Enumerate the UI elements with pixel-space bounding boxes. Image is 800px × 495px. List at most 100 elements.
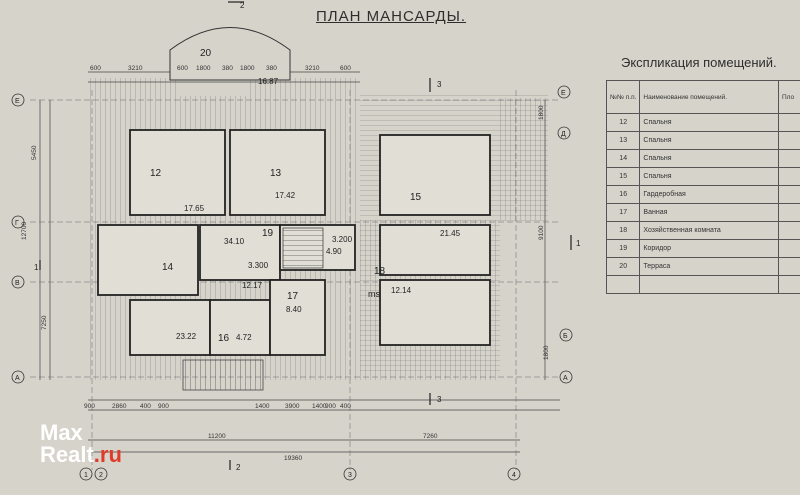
axis-number-markers (79, 467, 521, 481)
dimension-label: 1800 (538, 105, 545, 120)
attic-floor-plan-drawing: 12 13 14 15 16 17 18 19 20 17.42 17.65 3… (11, 1, 581, 481)
plan-title: ПЛАН МАНСАРДЫ. (316, 8, 467, 25)
axis-letter: Б (563, 333, 568, 340)
room-area-label: 3.200 (332, 235, 353, 244)
dimension-label: 7260 (423, 433, 438, 440)
room-number-label: 17 (287, 291, 299, 302)
watermark-line-1: Max (40, 420, 83, 445)
explication-row-empty (605, 275, 800, 294)
dimension-label: 900 (84, 403, 95, 410)
room-area-label: 23.22 (176, 332, 197, 341)
section-mark-labels: 3 3 1 1 2 2 (34, 1, 581, 472)
room-number-label: 19 (262, 228, 274, 239)
room-number-label: 15 (410, 192, 422, 203)
dimension-label: 900 (325, 403, 336, 410)
room-number-label: 20 (200, 48, 212, 59)
dimension-label: 1800 (240, 65, 255, 72)
row-name: Коридор (639, 239, 779, 258)
site-watermark: Max Realt.ru (40, 422, 122, 466)
axis-letter: Е (15, 98, 20, 105)
row-area (778, 203, 800, 222)
row-num: 18 (605, 221, 641, 240)
row-area (778, 221, 800, 240)
axis-letter: В (15, 280, 20, 287)
room-area-label: 12.17 (242, 281, 263, 290)
axis-letter: Г (15, 220, 19, 227)
dimension-label: 900 (158, 403, 169, 410)
row-num: 20 (605, 257, 641, 276)
stairs (182, 227, 324, 391)
axis-number: 3 (348, 472, 352, 479)
stair-label: ms (368, 289, 380, 299)
section-mark-label: 1 (34, 263, 39, 272)
row-num: 14 (605, 149, 641, 168)
room-area-label: 17.65 (184, 204, 205, 213)
dimension-label: 1800 (543, 345, 550, 360)
row-area (778, 167, 800, 186)
watermark-line-2: Realt.ru (40, 444, 122, 466)
row-num: 13 (605, 131, 641, 150)
row-num: 12 (605, 113, 641, 132)
room-area-label: 16.87 (258, 77, 279, 86)
row-name: Спальня (639, 113, 779, 132)
room-number-label: 16 (218, 333, 230, 344)
dimension-label: 400 (340, 403, 351, 410)
row-area (778, 185, 800, 204)
dimension-label: 7250 (41, 315, 48, 330)
row-num: 16 (605, 185, 641, 204)
section-mark-label: 2 (240, 1, 245, 10)
dimension-label: 600 (340, 65, 351, 72)
row-name: Гардеробная (639, 185, 779, 204)
dimension-label: 3210 (128, 65, 143, 72)
dimension-label: 12700 (21, 222, 28, 240)
dimension-label: 2860 (112, 403, 127, 410)
axis-number: 4 (512, 472, 516, 479)
section-mark-label: 3 (437, 80, 442, 89)
dimensions-bottom: 900 2860 400 900 1400 3900 1400 900 400 … (84, 403, 438, 462)
room-area-label: 17.42 (275, 191, 296, 200)
dimension-label: 1400 (312, 403, 327, 410)
section-mark-label: 1 (576, 239, 581, 248)
dimension-label: 9100 (538, 225, 545, 240)
explication-header-num: №№ п.п. (605, 80, 641, 114)
dimension-label: 3210 (305, 65, 320, 72)
dimensions-left: 5450 12700 7250 (21, 145, 48, 330)
dimension-label: 5450 (31, 145, 38, 160)
room-number-label: 13 (270, 168, 282, 179)
explication-header-area: Пло (778, 80, 800, 114)
axis-letter: А (15, 375, 20, 382)
axis-letter-markers (11, 85, 573, 384)
row-area (778, 131, 800, 150)
room-number-label: 12 (150, 168, 162, 179)
row-area (778, 257, 800, 276)
dimension-label: 380 (266, 65, 277, 72)
row-num: 19 (605, 239, 641, 258)
room-area-label: 34.10 (224, 237, 245, 246)
room-labels: 12 13 14 15 16 17 18 19 20 (150, 48, 422, 344)
watermark-domain: .ru (93, 442, 122, 467)
explication-title: Экспликация помещений. (621, 55, 777, 70)
row-area (778, 113, 800, 132)
explication-header-row: №№ п.п. Наименование помещений. Пло (605, 80, 800, 114)
axis-letter: Е (561, 90, 566, 97)
row-area (778, 239, 800, 258)
room-area-label: 4.90 (326, 247, 342, 256)
terrace-arc (169, 27, 291, 81)
dimension-label: 600 (177, 65, 188, 72)
room-number-label: 18 (374, 266, 386, 277)
axis-letter: А (563, 375, 568, 382)
watermark-brand: Realt (40, 442, 94, 467)
room-number-label: 14 (162, 262, 174, 273)
section-mark-label: 3 (437, 395, 442, 404)
room-area-label: 4.72 (236, 333, 252, 342)
dimension-label: 400 (140, 403, 151, 410)
row-name: Спальня (639, 149, 779, 168)
row-name: Ванная (639, 203, 779, 222)
row-name: Терраса (639, 257, 779, 276)
